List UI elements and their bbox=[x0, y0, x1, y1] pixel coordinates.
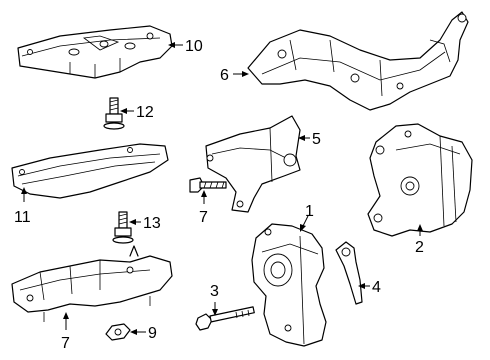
part-support-bracket bbox=[247, 11, 469, 111]
part-engine-mount bbox=[367, 123, 473, 237]
part-transmission-mount bbox=[251, 223, 327, 347]
callout-4: 4 bbox=[358, 279, 381, 296]
part-mount-bracket bbox=[205, 115, 301, 213]
callout-label-10: 10 bbox=[185, 38, 203, 55]
callout-2: 2 bbox=[415, 224, 424, 256]
callout-3: 3 bbox=[210, 283, 219, 316]
part-crossmember bbox=[17, 25, 173, 79]
callout-label-6: 6 bbox=[220, 67, 229, 84]
callout-9: 9 bbox=[130, 325, 157, 342]
part-heat-shield bbox=[11, 143, 169, 199]
part-nut-9 bbox=[105, 323, 131, 341]
part-small-bracket bbox=[335, 241, 363, 305]
callout-label-9: 9 bbox=[148, 325, 157, 342]
part-rear-mount bbox=[11, 245, 173, 322]
callout-13: 13 bbox=[129, 215, 161, 232]
callout-label-11: 11 bbox=[14, 209, 31, 226]
callout-label-4: 4 bbox=[372, 279, 381, 296]
callout-label-1: 1 bbox=[305, 203, 314, 220]
callout-8: 7 bbox=[61, 312, 70, 352]
part-bolt-12 bbox=[103, 97, 125, 130]
callout-label-12: 12 bbox=[136, 104, 154, 121]
callout-12: 12 bbox=[120, 104, 154, 121]
part-bolt-7 bbox=[189, 177, 227, 193]
callout-10: 10 bbox=[168, 38, 203, 55]
callout-label-3: 3 bbox=[210, 283, 219, 300]
callout-label-2: 2 bbox=[415, 239, 424, 256]
callout-label-7: 7 bbox=[199, 209, 208, 226]
callout-1: 1 bbox=[300, 203, 314, 232]
part-stud-13 bbox=[112, 211, 134, 244]
callout-11: 11 bbox=[14, 187, 31, 226]
callout-5: 5 bbox=[298, 131, 321, 148]
callout-7: 7 bbox=[199, 190, 208, 226]
callout-label-8: 7 bbox=[61, 335, 70, 352]
callout-6: 6 bbox=[220, 67, 249, 84]
callout-label-5: 5 bbox=[312, 131, 321, 148]
part-bolt-3 bbox=[195, 306, 255, 331]
callout-label-13: 13 bbox=[143, 215, 161, 232]
